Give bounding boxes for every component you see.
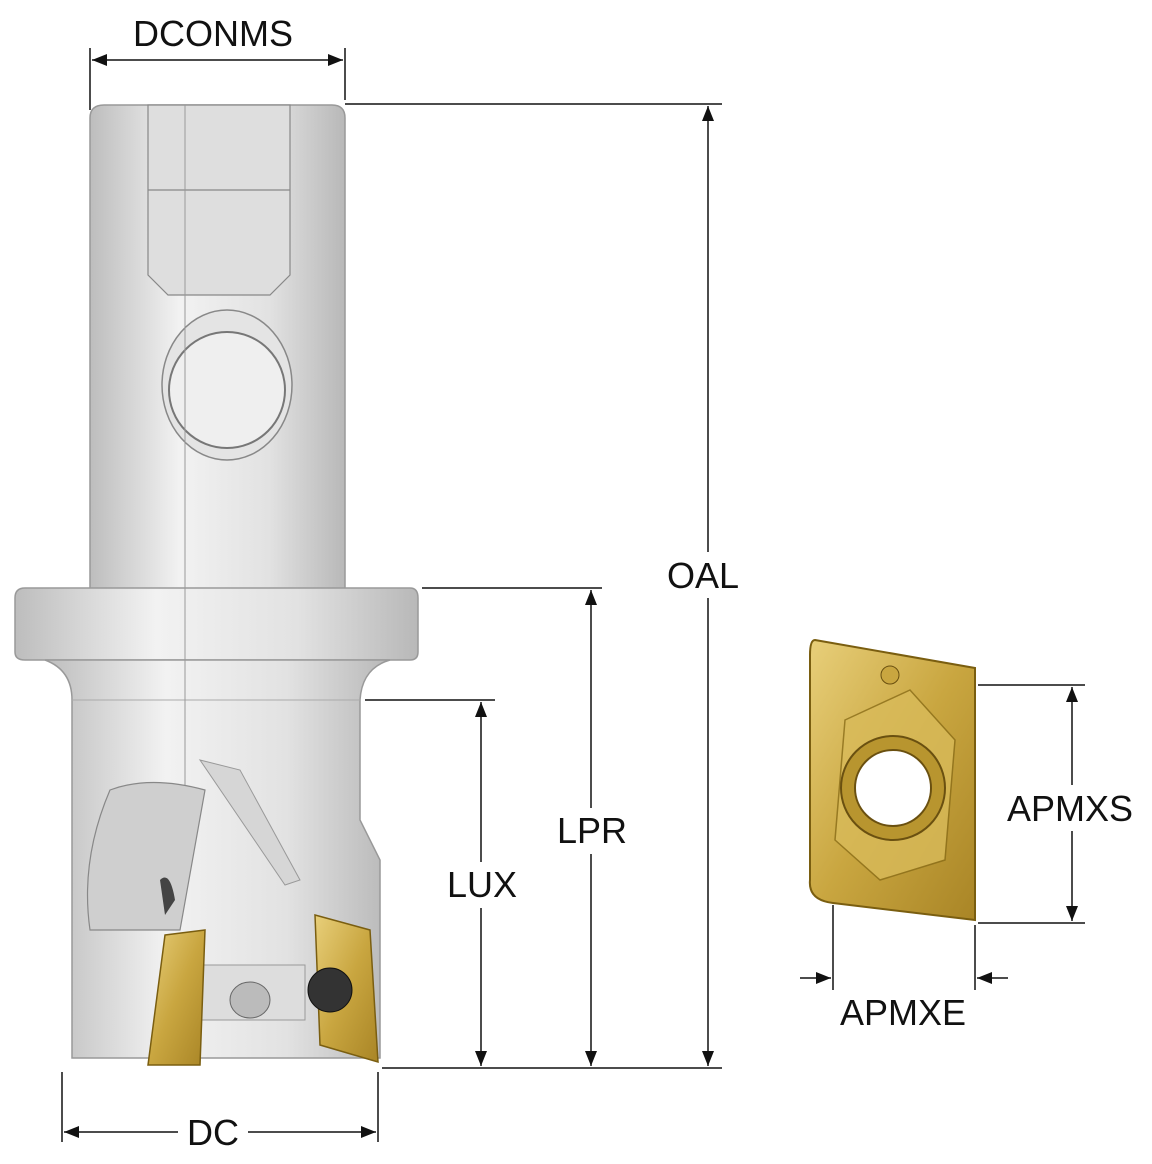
chip-pocket bbox=[86, 781, 206, 931]
insert-hole bbox=[854, 749, 932, 827]
shank-flat bbox=[147, 104, 291, 296]
label-lux: LUX bbox=[447, 864, 517, 905]
label-dconms: DCONMS bbox=[133, 13, 293, 54]
clamp-hole bbox=[168, 331, 286, 449]
neck bbox=[44, 659, 391, 1059]
insert-screw bbox=[307, 967, 353, 1013]
label-lpr: LPR bbox=[557, 810, 627, 851]
insert-detail bbox=[808, 638, 976, 922]
label-apmxs: APMXS bbox=[1007, 788, 1133, 829]
label-oal: OAL bbox=[667, 555, 739, 596]
cutter-body bbox=[14, 104, 419, 1066]
label-apmxe: APMXE bbox=[840, 992, 966, 1033]
label-dc: DC bbox=[187, 1112, 239, 1153]
flange bbox=[14, 587, 419, 661]
insert-left bbox=[147, 929, 206, 1066]
